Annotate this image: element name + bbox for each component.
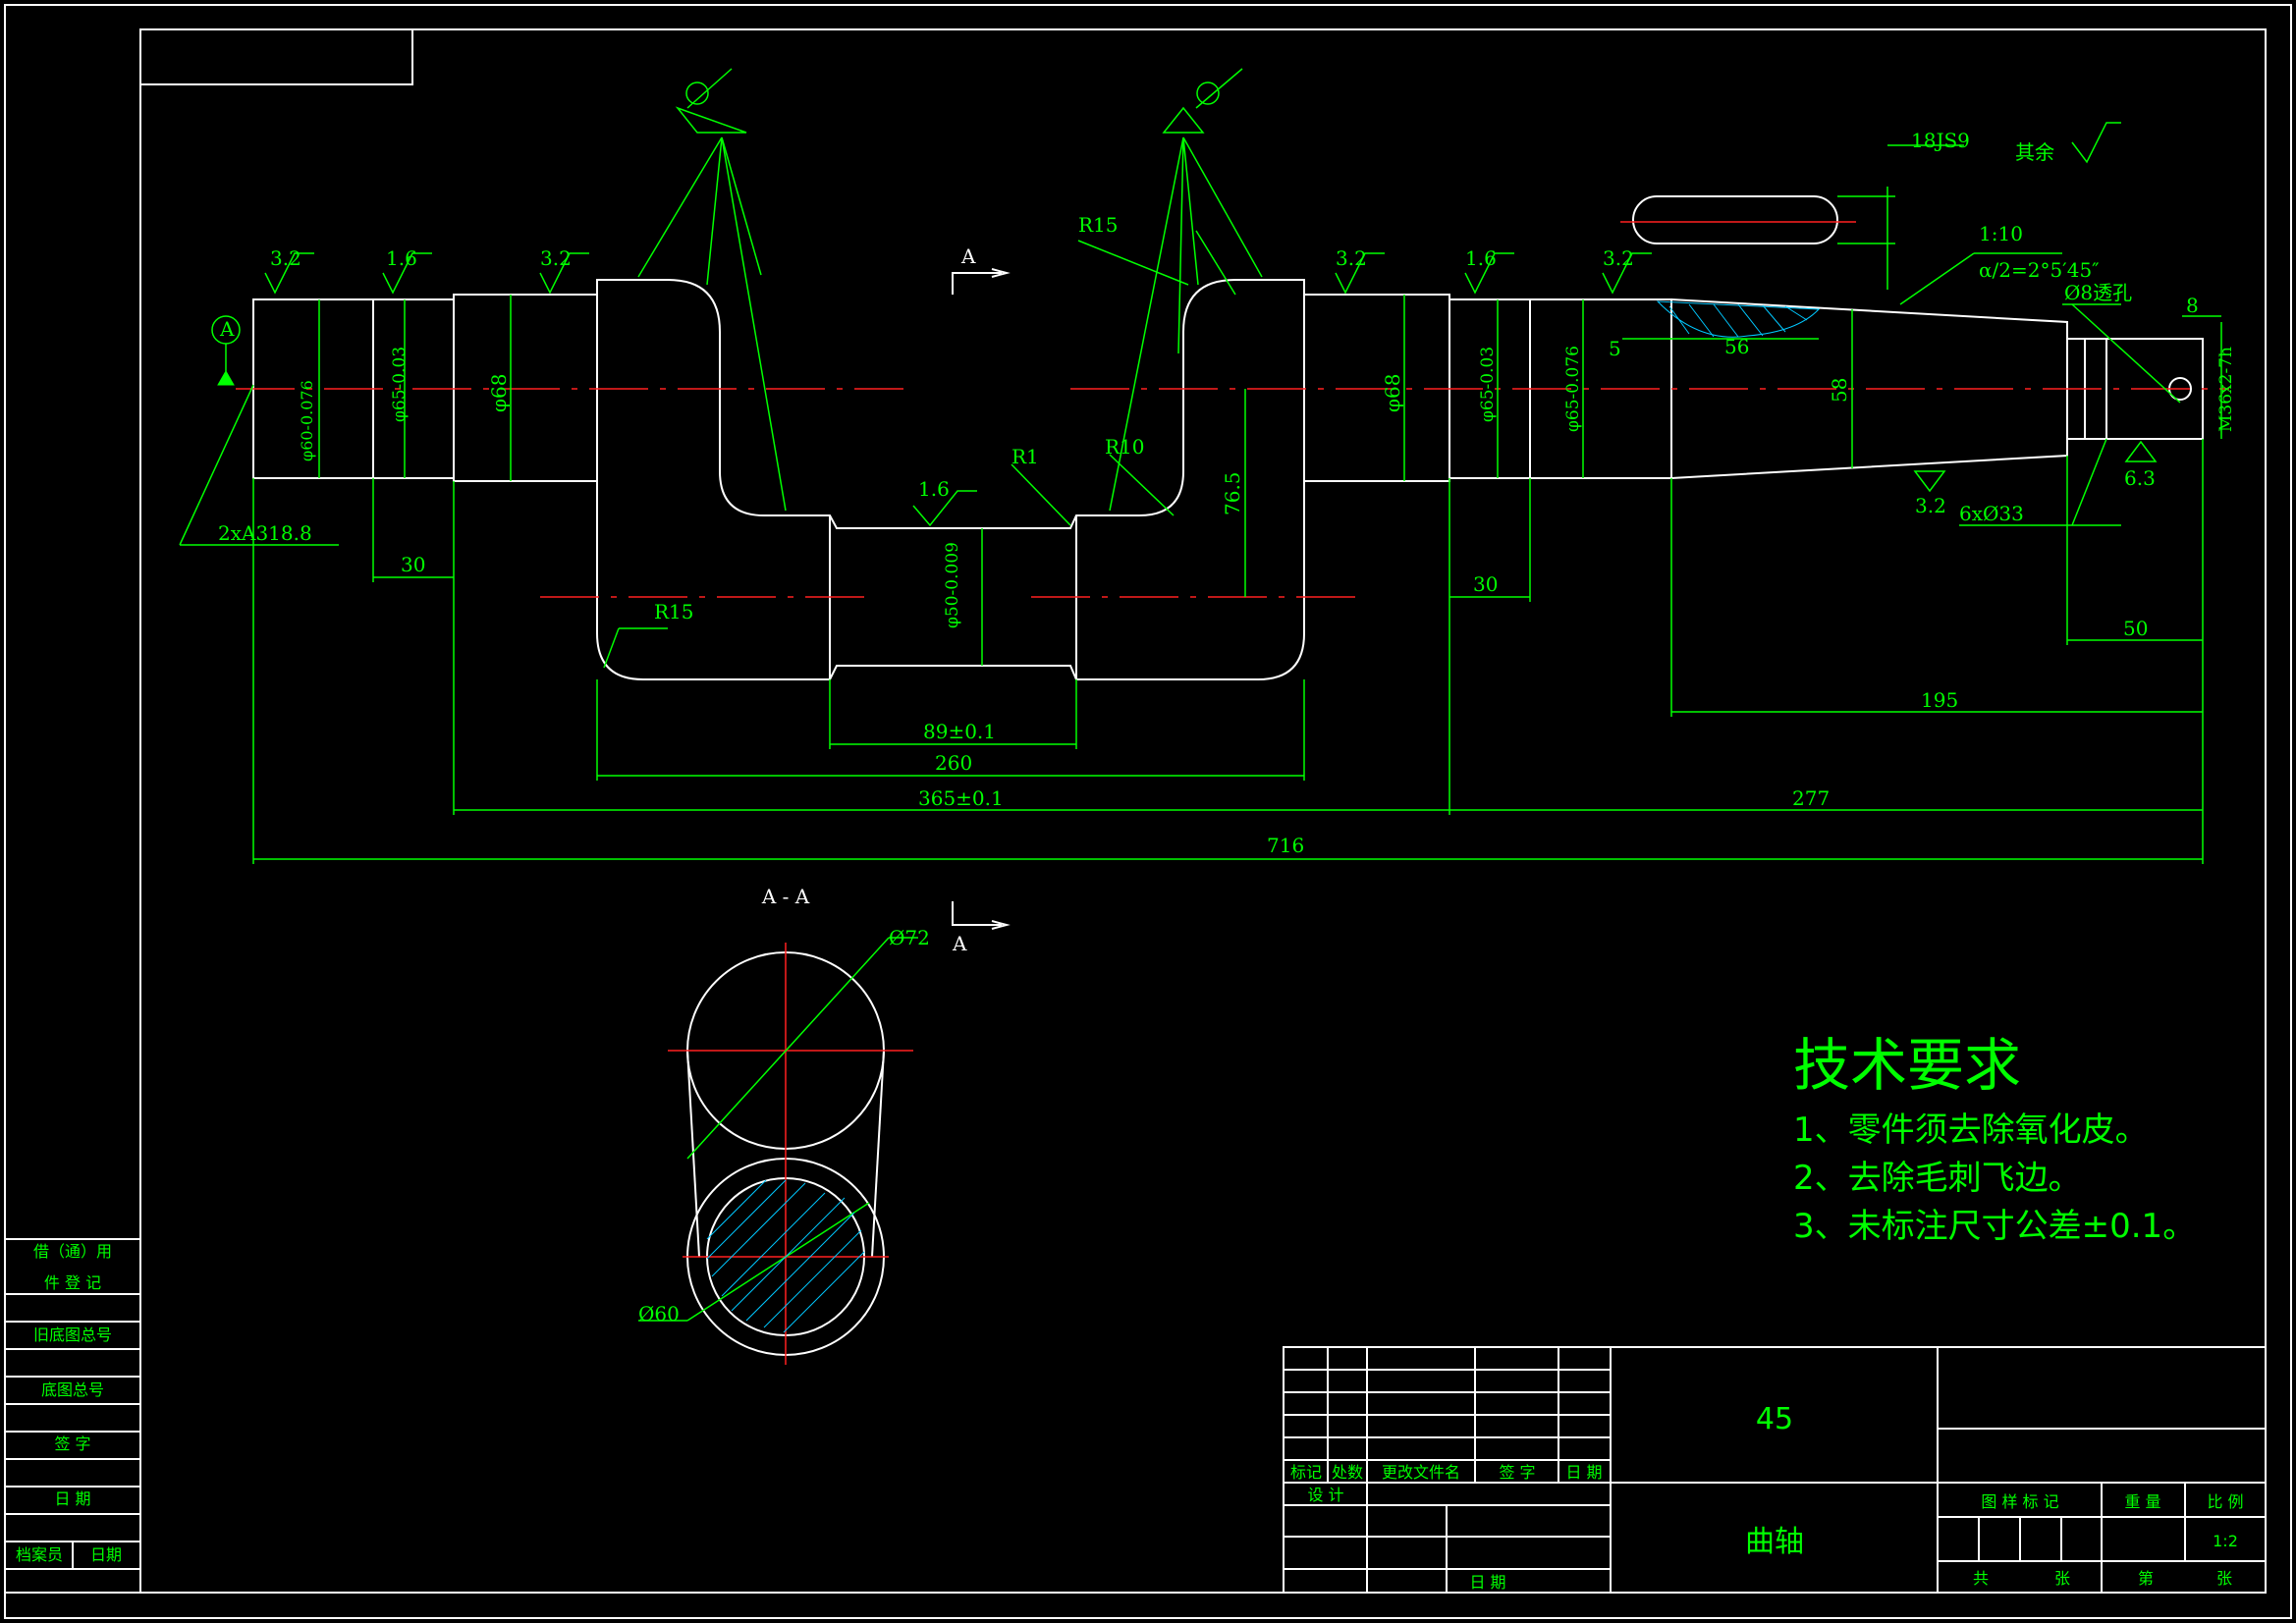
dim-277: 277 — [1792, 786, 1830, 810]
section-marker-top: A — [960, 244, 976, 268]
dim-keyway: 18JS9 — [1911, 129, 1970, 152]
tech-title: 技术要求 — [1793, 1032, 2021, 1099]
tb-total: 共 — [1973, 1569, 1989, 1588]
keyway-hatch — [1656, 300, 1821, 338]
tech-item-2: 2、去除毛刺飞边。 — [1793, 1159, 2082, 1198]
dim-8: 8 — [2186, 294, 2199, 317]
dim-5: 5 — [1609, 337, 1621, 360]
side-label-2: 件 登 记 — [44, 1273, 101, 1292]
tb-date: 日 期 — [1565, 1463, 1602, 1482]
dim-89: 89±0.1 — [923, 720, 996, 743]
dim-thread: M36x2-7h — [2216, 347, 2236, 432]
roughness-9: 6.3 — [2124, 466, 2156, 490]
section-markers — [952, 268, 1011, 930]
dim-d-left-end: φ60-0.076 — [298, 380, 316, 461]
dim-d-right-end: φ65-0.076 — [1563, 346, 1583, 432]
dim-56: 56 — [1724, 335, 1749, 358]
tb-date2: 日 期 — [1469, 1573, 1505, 1592]
tb-doc: 更改文件名 — [1382, 1463, 1460, 1482]
part-name: 曲轴 — [1745, 1525, 1804, 1559]
tb-sheets2: 张 — [2216, 1569, 2232, 1588]
side-label-6: 日 期 — [54, 1489, 90, 1508]
dim-260: 260 — [935, 751, 972, 775]
side-label-7: 档案员 — [16, 1545, 63, 1564]
roughness-2: 1.6 — [386, 246, 417, 270]
side-label-1: 借（通）用 — [33, 1242, 112, 1261]
dim-50: 50 — [2123, 617, 2148, 640]
dim-30-right: 30 — [1473, 572, 1498, 596]
dim-chamfer: 6xØ33 — [1959, 502, 2024, 525]
tb-mark: 标记 — [1290, 1463, 1322, 1482]
dim-thru-hole: Ø8透孔 — [2064, 281, 2132, 304]
dim-195: 195 — [1921, 688, 1958, 712]
outer-frame — [4, 4, 2292, 1619]
section-marker-bottom: A — [952, 932, 967, 955]
roughness-5: 1.6 — [1465, 246, 1497, 270]
dim-d68-left: φ68 — [487, 374, 511, 412]
dim-r10: R10 — [1105, 435, 1145, 459]
code-box — [140, 29, 413, 85]
tech-item-3: 3、未标注尺寸公差±0.1。 — [1793, 1207, 2196, 1246]
section-hatch — [706, 1179, 865, 1333]
dim-d68-right: φ68 — [1381, 374, 1404, 412]
dim-d-right-brg: φ65-0.03 — [1478, 347, 1498, 422]
dim-sec-d72: Ø72 — [889, 926, 930, 949]
dim-r1: R1 — [1011, 445, 1039, 468]
tb-scale-label: 比 例 — [2207, 1492, 2243, 1511]
dim-58: 58 — [1828, 378, 1851, 403]
tb-sample: 图 样 标 记 — [1981, 1492, 2058, 1511]
tb-sheets1: 张 — [2054, 1569, 2070, 1588]
material: 45 — [1756, 1402, 1793, 1436]
side-label-4: 底图总号 — [41, 1380, 104, 1399]
roughness-4: 3.2 — [1336, 246, 1367, 270]
section-title: A - A — [761, 885, 810, 908]
dim-taper: 1:10 — [1979, 222, 2023, 245]
title-block — [1283, 1346, 2267, 1594]
side-label-8: 日期 — [90, 1545, 122, 1564]
tech-item-1: 1、零件须去除氧化皮。 — [1793, 1110, 2149, 1150]
tb-count: 处数 — [1332, 1463, 1363, 1482]
tb-design: 设 计 — [1307, 1486, 1343, 1504]
side-label-5: 签 字 — [54, 1434, 90, 1453]
side-label-3: 旧底图总号 — [33, 1325, 112, 1344]
tb-sign: 签 字 — [1499, 1463, 1535, 1482]
dim-taper-angle: α/2=2°5′45″ — [1979, 258, 2100, 282]
dim-716: 716 — [1267, 834, 1304, 857]
dim-365: 365±0.1 — [918, 786, 1004, 810]
section-a-a — [638, 937, 918, 1365]
dim-30-left: 30 — [401, 553, 425, 576]
dim-d-left-brg: φ65-0.03 — [390, 347, 410, 422]
center-lines — [236, 221, 2229, 598]
dim-76-5: 76.5 — [1221, 471, 1244, 515]
roughness-3: 3.2 — [540, 246, 572, 270]
dim-r15-bottom: R15 — [654, 600, 694, 623]
dim-d-pin: φ50-0.009 — [943, 542, 962, 628]
tb-weight: 重 量 — [2124, 1492, 2160, 1511]
roughness-6: 3.2 — [1603, 246, 1634, 270]
tb-page: 第 — [2138, 1569, 2154, 1588]
roughness-symbols — [211, 68, 2158, 527]
side-table: 借（通）用 件 登 记 旧底图总号 底图总号 签 字 日 期 档案员 日期 — [4, 1238, 141, 1594]
roughness-8: 3.2 — [1915, 494, 1946, 517]
inner-frame — [139, 28, 2267, 1594]
datum-label: A — [219, 317, 235, 341]
roughness-1: 3.2 — [270, 246, 301, 270]
dim-sec-d60: Ø60 — [638, 1302, 680, 1325]
tb-scale: 1:2 — [2213, 1532, 2238, 1550]
dimension-lines — [179, 136, 2222, 864]
roughness-7: 1.6 — [918, 477, 950, 501]
dim-r15-top: R15 — [1078, 213, 1119, 237]
roughness-rest-label: 其余 — [2015, 140, 2054, 164]
dim-center-holes: 2xA318.8 — [218, 521, 312, 545]
